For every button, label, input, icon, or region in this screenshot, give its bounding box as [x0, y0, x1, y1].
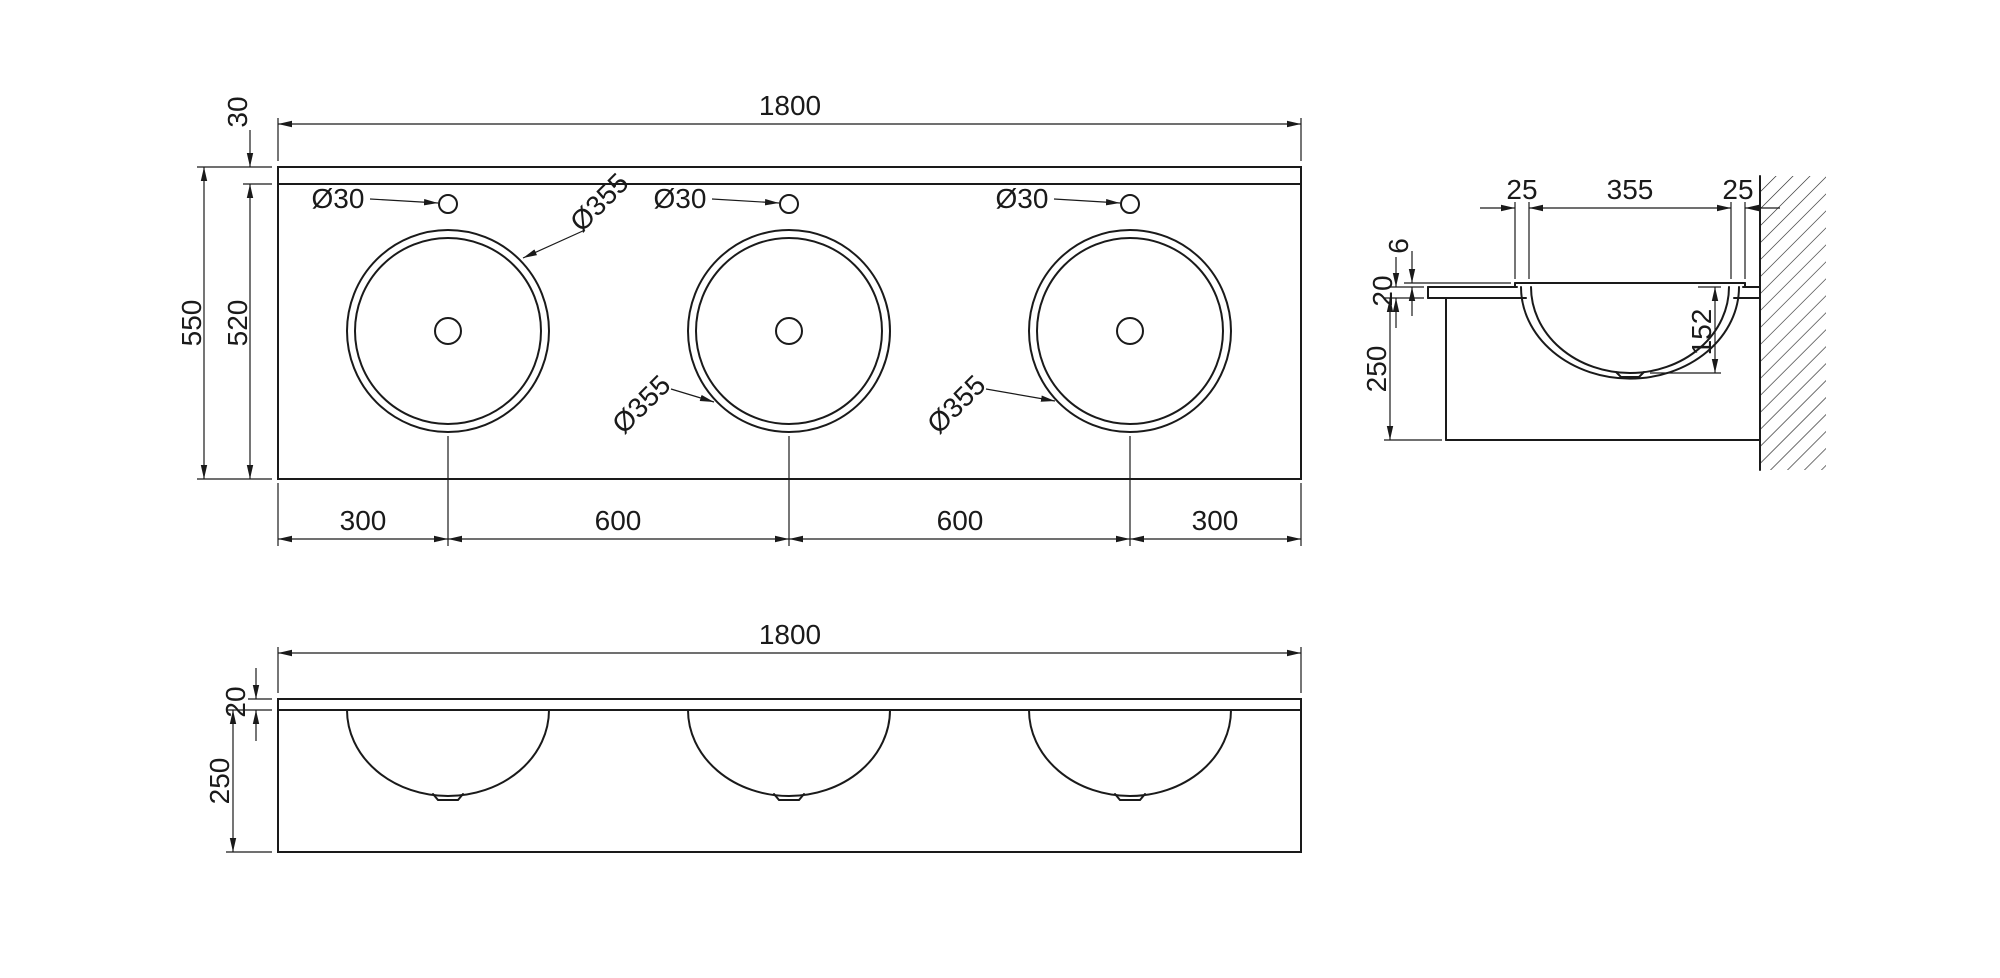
- label-hole-dia-3: Ø30: [996, 183, 1049, 214]
- plan-hole-labels: Ø30 Ø30 Ø30: [312, 183, 1121, 214]
- dim-label-top-thickness: 20: [1367, 275, 1398, 306]
- plan-dim-depths: 30 550 520: [176, 96, 272, 480]
- front-drain-1: [432, 793, 464, 801]
- faucet-hole: [779, 194, 799, 214]
- leader-line: [1053, 198, 1121, 206]
- front-drain-2: [773, 793, 805, 801]
- dim-label-flange-left: 25: [1506, 174, 1537, 205]
- label-hole-dia-2: Ø30: [654, 183, 707, 214]
- plan-basin-2: [687, 194, 891, 433]
- plan-dim-width: 1800: [277, 90, 1302, 161]
- front-bowl-3: [1028, 709, 1232, 797]
- dim-label-spacing-3: 600: [937, 505, 984, 536]
- dim-label-front-height: 250: [204, 758, 235, 805]
- dim-label-flange-right: 25: [1722, 174, 1753, 205]
- leader-line: [711, 198, 780, 206]
- bowl-outer-profile: [1520, 286, 1740, 380]
- dim-label-front-top-thickness: 20: [220, 686, 251, 717]
- drain-profile: [1615, 371, 1645, 378]
- front-outline: [277, 698, 1302, 853]
- faucet-hole: [438, 194, 458, 214]
- front-drain-3: [1114, 793, 1146, 801]
- label-basin-dia-1: Ø355: [564, 167, 634, 237]
- front-bowl-1: [346, 709, 550, 797]
- drain-circle: [1116, 317, 1144, 345]
- section-dim-opening: 25 355 25: [1480, 174, 1780, 279]
- faucet-hole: [1120, 194, 1140, 214]
- plan-dim-spacing: 300 600 600 300: [277, 436, 1302, 546]
- leader-line: [670, 388, 715, 403]
- dim-label-plan-width: 1800: [759, 90, 821, 121]
- dim-label-spacing-4: 300: [1192, 505, 1239, 536]
- basin-inner-circle: [695, 237, 883, 425]
- front-view: 1800 20 250: [204, 619, 1302, 853]
- bowl-inner-profile: [1530, 286, 1730, 374]
- dim-label-rim-height: 6: [1383, 238, 1414, 254]
- dim-label-opening: 355: [1607, 174, 1654, 205]
- basin-outer-circle: [687, 229, 891, 433]
- dim-label-spacing-1: 300: [340, 505, 387, 536]
- label-basin-dia-2: Ø355: [606, 369, 676, 439]
- front-dim-width: 1800: [277, 619, 1302, 693]
- section-view: 25 355 25 6 20 250 152: [1361, 174, 1826, 471]
- dim-label-total-depth: 550: [176, 300, 207, 347]
- dim-label-basin-zone-depth: 520: [222, 300, 253, 347]
- section-dim-left: 6 20 250: [1361, 238, 1511, 441]
- dim-label-front-width: 1800: [759, 619, 821, 650]
- plan-basin-3: [1028, 194, 1232, 433]
- drain-circle: [775, 317, 803, 345]
- basin-outer-circle: [1028, 229, 1232, 433]
- basin-inner-circle: [354, 237, 542, 425]
- label-hole-dia-1: Ø30: [312, 183, 365, 214]
- leader-line: [985, 388, 1056, 402]
- plan-basin-1: [346, 194, 550, 433]
- plan-view: 1800 30 550 520 300 600 600: [176, 90, 1302, 546]
- front-bowl-2: [687, 709, 891, 797]
- dim-label-bowl-depth: 152: [1686, 309, 1717, 356]
- dim-label-depth-below: 250: [1361, 346, 1392, 393]
- dim-label-spacing-2: 600: [595, 505, 642, 536]
- plan-basin-labels: Ø355 Ø355 Ø355: [522, 167, 1056, 439]
- leader-line: [369, 198, 439, 206]
- dim-label-backsplash: 30: [222, 96, 253, 127]
- basin-outer-circle: [346, 229, 550, 433]
- leader-line: [522, 229, 586, 259]
- wall-hatch: [1760, 176, 1826, 470]
- front-dim-left: 20 250: [204, 668, 272, 853]
- label-basin-dia-3: Ø355: [921, 369, 991, 439]
- basin-inner-circle: [1036, 237, 1224, 425]
- drain-circle: [434, 317, 462, 345]
- section-dim-bowl-depth: 152: [1650, 286, 1721, 374]
